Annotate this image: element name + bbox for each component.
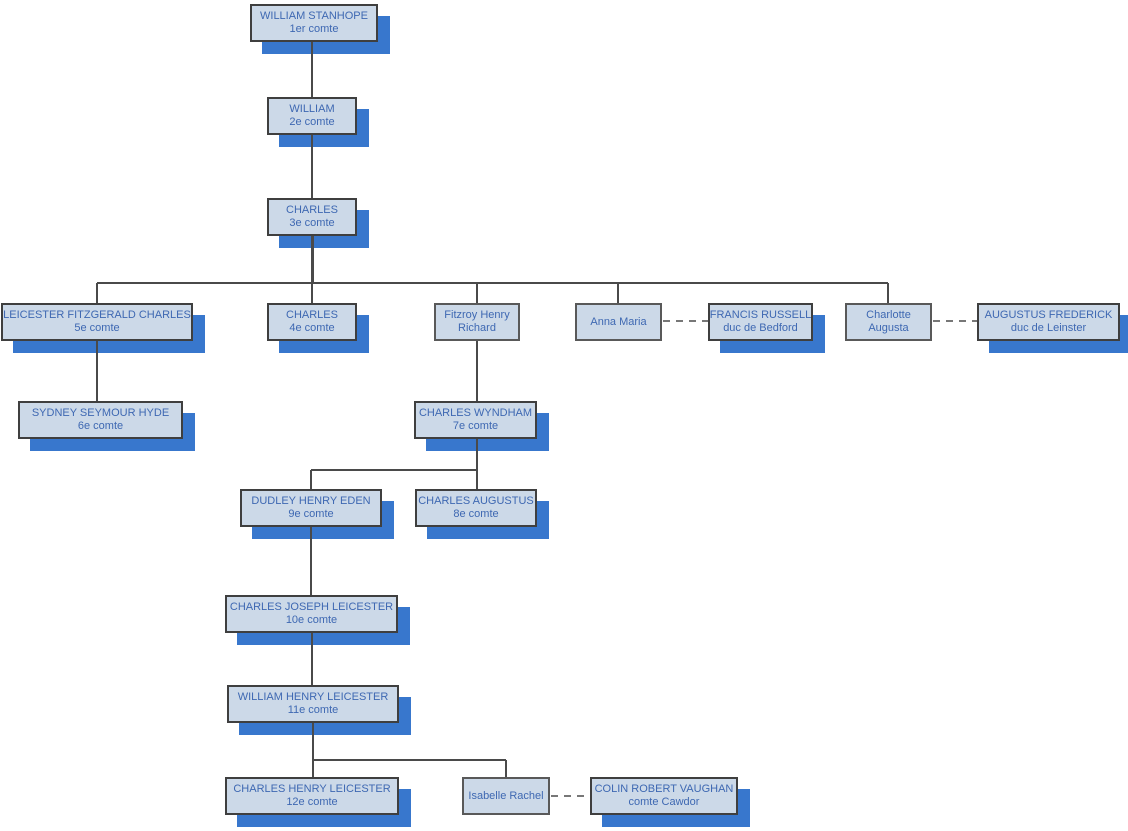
node-title-label: Augusta	[868, 322, 909, 334]
descent-connector-line	[617, 283, 619, 303]
node-title-label: 7e comte	[452, 420, 499, 432]
descent-connector-line	[476, 439, 478, 471]
descent-connector-line	[311, 633, 313, 685]
descent-connector-line	[476, 341, 478, 401]
descent-connector-line	[96, 341, 98, 401]
descent-connector-line	[476, 283, 478, 303]
node-name-label: Fitzroy Henry	[444, 309, 510, 321]
node-title-label: 10e comte	[285, 614, 338, 626]
marriage-connector-line	[551, 795, 590, 797]
node-name-label: Charlotte	[866, 309, 911, 321]
node-title-label: Richard	[458, 322, 496, 334]
descent-connector-line	[476, 470, 478, 489]
node-title-label: 3e comte	[289, 217, 335, 229]
descent-connector-line	[311, 236, 314, 284]
node-title-label: 1er comte	[289, 23, 339, 35]
node-title-label: 5e comte	[74, 322, 120, 334]
node-title-label: 4e comte	[289, 322, 335, 334]
node-title-label: 12e comte	[286, 796, 338, 808]
node-anna-maria[interactable]: Anna Maria	[575, 303, 662, 341]
node-name-label: COLIN ROBERT VAUGHAN	[594, 783, 734, 795]
node-name-label: CHARLES WYNDHAM	[418, 407, 533, 419]
descent-connector-line	[311, 283, 313, 303]
node-title-label: 2e comte	[289, 116, 335, 128]
marriage-connector-line	[663, 320, 708, 322]
descent-connector-line	[311, 42, 313, 97]
node-name-label: WILLIAM HENRY LEICESTER	[237, 691, 389, 703]
node-name-label: CHARLES AUGUSTUS	[418, 495, 534, 507]
node-name-label: LEICESTER FITZGERALD CHARLES	[3, 309, 191, 321]
node-name-label: AUGUSTUS FREDERICK	[984, 309, 1113, 321]
node-title-label: 11e comte	[287, 704, 339, 716]
node-name-label: SYDNEY SEYMOUR HYDE	[31, 407, 170, 419]
descent-connector-line	[312, 723, 314, 761]
node-name-label: FRANCIS RUSSELL	[709, 309, 812, 321]
node-name-label: WILLIAM STANHOPE	[260, 10, 368, 22]
descent-connector-line	[887, 283, 889, 303]
descent-connector-line	[310, 470, 312, 489]
descent-connector-line	[97, 282, 888, 284]
node-name-label: DUDLEY HENRY EDEN	[251, 495, 371, 507]
node-name-label: WILLIAM	[289, 103, 335, 115]
descent-connector-line	[311, 135, 313, 198]
node-name-label: CHARLES	[286, 309, 338, 321]
descent-connector-line	[505, 760, 507, 777]
node-name-label: CHARLES HENRY LEICESTER	[233, 783, 391, 795]
descent-connector-line	[310, 527, 312, 595]
descent-connector-line	[96, 283, 98, 303]
node-title-label: duc de Leinster	[1010, 322, 1087, 334]
node-name-label: Isabelle Rachel	[468, 789, 544, 802]
node-name-label: CHARLES JOSEPH LEICESTER	[229, 601, 394, 613]
marriage-connector-line	[933, 320, 977, 322]
node-title-label: 6e comte	[77, 420, 124, 432]
node-title-label: comte Cawdor	[628, 796, 700, 808]
node-title-label: 8e comte	[453, 508, 499, 520]
node-name-label: Anna Maria	[590, 315, 647, 328]
descent-connector-line	[312, 760, 314, 777]
descent-connector-line	[313, 759, 506, 761]
node-name-label: CHARLES	[286, 204, 338, 216]
descent-connector-line	[311, 469, 478, 471]
node-isabelle-rachel[interactable]: Isabelle Rachel	[462, 777, 550, 815]
node-title-label: 9e comte	[288, 508, 334, 520]
node-title-label: duc de Bedford	[723, 322, 798, 334]
